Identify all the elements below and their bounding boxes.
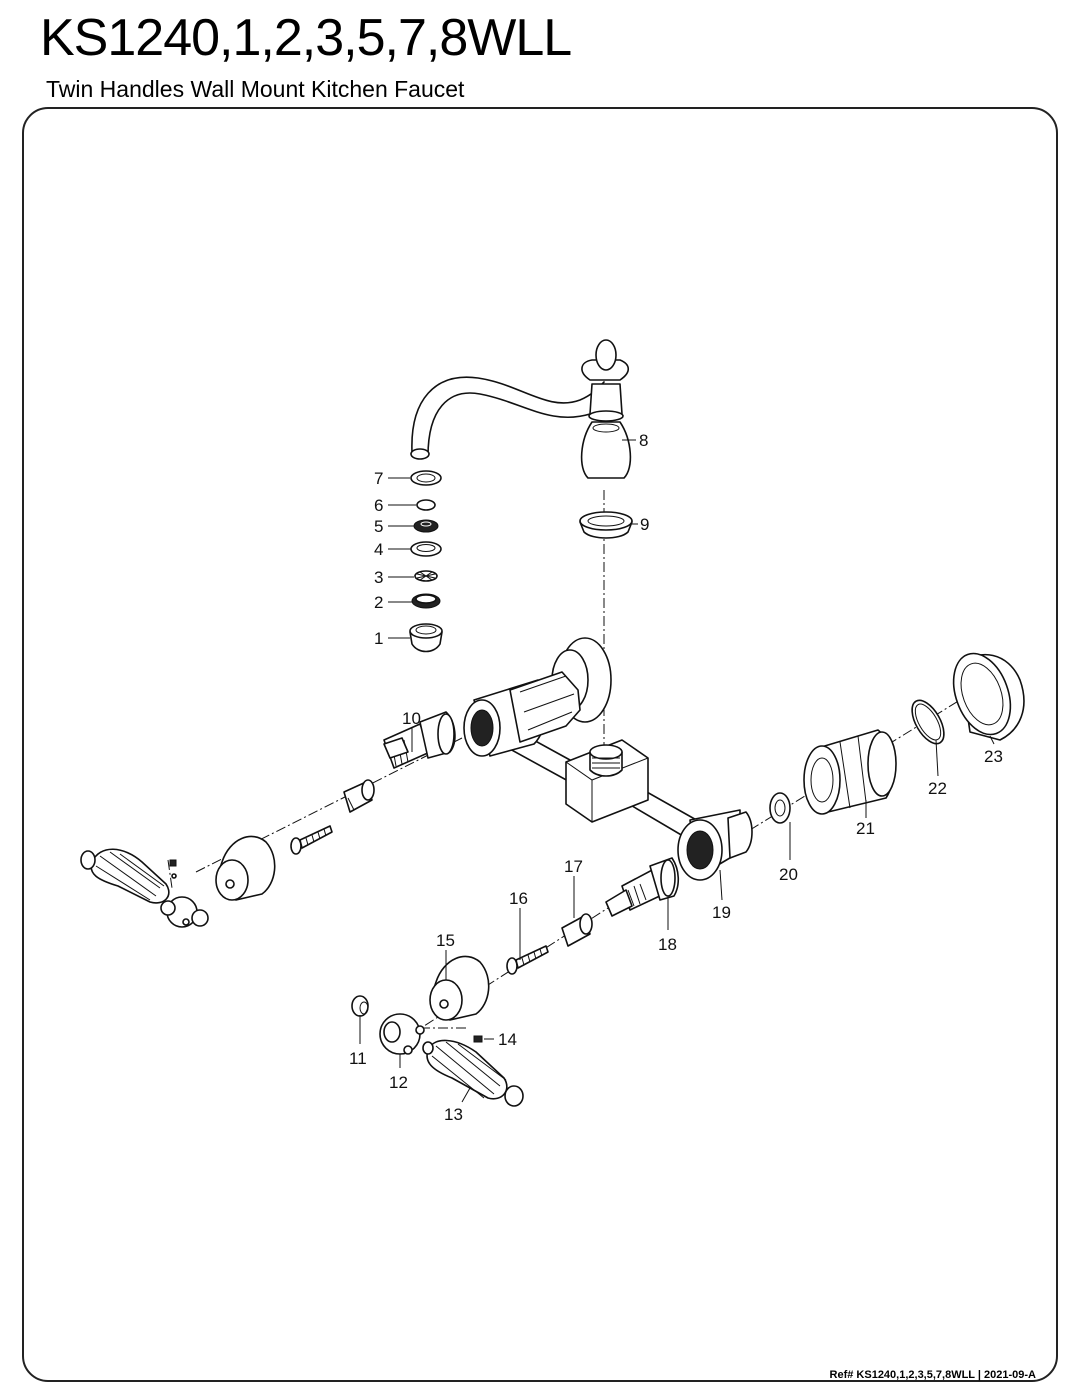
part-label-6: 6 (374, 496, 383, 515)
diagram-frame (22, 107, 1058, 1382)
leader-lines (359, 439, 995, 1103)
part-label-3: 3 (374, 568, 383, 587)
model-number-title: KS1240,1,2,3,5,7,8WLL (40, 9, 572, 67)
right-sleeve (561, 913, 593, 947)
left-screw (290, 825, 333, 855)
part-label-23: 23 (984, 747, 1003, 766)
right-cartridge (605, 857, 680, 917)
part-label-19: 19 (712, 903, 731, 922)
part-label-8: 8 (639, 431, 648, 450)
part-label-13: 13 (444, 1105, 463, 1124)
part-label-5: 5 (374, 517, 383, 536)
part-label-14: 14 (498, 1030, 517, 1049)
left-lever-handle (80, 848, 209, 928)
part-label-9: 9 (640, 515, 649, 534)
part-label-11: 11 (349, 1049, 367, 1068)
handle-hub (379, 1013, 425, 1055)
left-cartridge (383, 711, 456, 769)
part-label-21: 21 (856, 819, 875, 838)
part-label-1: 1 (374, 629, 383, 648)
part-label-15: 15 (436, 931, 455, 950)
part-label-22: 22 (928, 779, 947, 798)
product-subtitle: Twin Handles Wall Mount Kitchen Faucet (46, 76, 465, 102)
part-label-16: 16 (509, 889, 528, 908)
index-button (351, 995, 369, 1017)
part-labels: 7 6 5 4 3 2 1 8 9 10 11 12 13 14 15 16 1… (349, 431, 1003, 1124)
faucet-body (463, 671, 753, 881)
part-label-7: 7 (374, 469, 383, 488)
right-lever-handle (422, 1039, 524, 1107)
part-label-17: 17 (564, 857, 583, 876)
union-nut-21 (803, 729, 897, 815)
wall-flange-23 (952, 652, 1025, 741)
left-set-screw (169, 859, 177, 867)
part-label-4: 4 (374, 540, 383, 559)
part-label-18: 18 (658, 935, 677, 954)
set-screw (473, 1035, 483, 1043)
part-label-20: 20 (779, 865, 798, 884)
left-handle-cap (215, 835, 276, 901)
part-label-2: 2 (374, 593, 383, 612)
part-label-12: 12 (389, 1073, 408, 1092)
aerator-parts (409, 470, 443, 653)
washer-20 (769, 792, 791, 824)
reference-footer: Ref# KS1240,1,2,3,5,7,8WLL | 2021-09-A (829, 1369, 1036, 1381)
spout-ring (579, 511, 633, 539)
right-screw (506, 945, 549, 975)
right-handle-cap (429, 955, 490, 1021)
spout (410, 339, 632, 479)
o-ring-22 (911, 699, 945, 745)
part-label-10: 10 (402, 709, 421, 728)
left-sleeve (343, 779, 375, 813)
